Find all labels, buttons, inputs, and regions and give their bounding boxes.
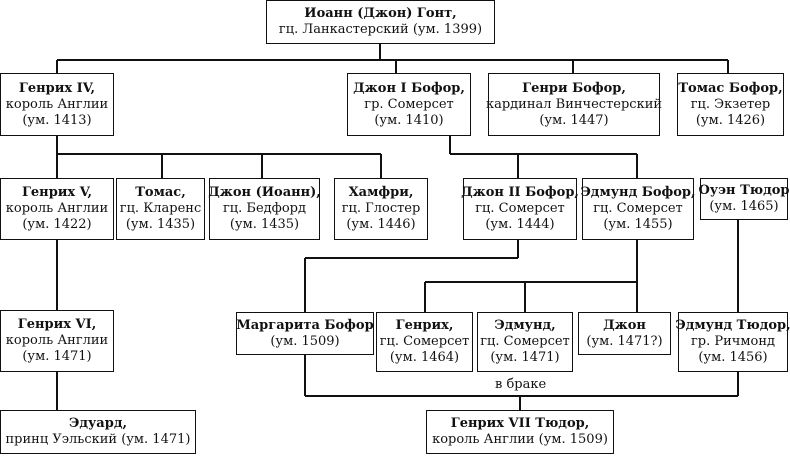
person-detail: (ум. 1471?) [586, 333, 663, 349]
person-detail: гц. Экзетер [690, 96, 771, 112]
person-name: Генри Бофор, [522, 80, 626, 96]
person-detail: (ум. 1447) [539, 112, 609, 128]
person-henry-vi: Генрих VI, король Англии (ум. 1471) [0, 310, 114, 372]
person-name: Генрих V, [21, 185, 93, 200]
person-edmund-tudor: Эдмунд Тюдор, гр. Ричмонд (ум. 1456) [675, 312, 790, 372]
person-detail: гц. Сомерсет [379, 334, 470, 349]
person-detail: (ум. 1426) [695, 112, 766, 128]
person-detail: (ум. 1444) [485, 217, 555, 232]
person-name: Эдмунд Бофор, [580, 185, 696, 200]
person-detail: (ум. 1435) [229, 217, 300, 232]
person-detail: гр. Сомерсет [364, 96, 454, 112]
person-name: Джон II Бофор, [461, 185, 579, 200]
person-name: Хамфри, [348, 185, 414, 200]
person-name: Иоанн (Джон) Гонт, [304, 6, 457, 21]
person-detail: король Англии [5, 96, 109, 112]
person-detail: (ум. 1456) [698, 350, 768, 365]
person-detail: король Англии [5, 333, 109, 348]
person-detail: (ум. 1435) [125, 217, 196, 232]
person-detail: гц. Кларенс [119, 201, 202, 216]
person-john-of-gaunt: Иоанн (Джон) Гонт, гц. Ланкастерский (ум… [266, 0, 495, 44]
person-name: Генрих IV, [18, 80, 96, 96]
person-detail: (ум. 1422) [22, 217, 92, 232]
marriage-label: в браке [493, 377, 549, 392]
person-edmund-beaufort: Эдмунд Бофор, гц. Сомерсет (ум. 1455) [580, 178, 696, 240]
person-detail: гц. Глостер [341, 201, 421, 216]
person-name: Томас, [135, 185, 186, 200]
person-name: Генрих VI, [17, 317, 97, 332]
person-henry-v: Генрих V, король Англии (ум. 1422) [0, 178, 114, 240]
person-detail: (ум. 1464) [389, 350, 460, 365]
person-henry-somerset: Генрих, гц. Сомерсет (ум. 1464) [376, 312, 473, 372]
person-detail: гр. Ричмонд [690, 334, 775, 349]
person-thomas-clarence: Томас, гц. Кларенс (ум. 1435) [116, 178, 205, 240]
person-detail: принц Уэльский (ум. 1471) [5, 432, 191, 447]
person-name: Эдмунд, [494, 318, 556, 333]
person-detail: (ум. 1465) [709, 199, 779, 214]
person-name: Эдмунд Тюдор, [675, 318, 790, 333]
person-detail: гц. Ланкастерский (ум. 1399) [278, 22, 483, 37]
person-detail: (ум. 1509) [270, 333, 340, 349]
person-name: Джон I Бофор, [353, 80, 465, 96]
person-edmund-somerset: Эдмунд, гц. Сомерсет (ум. 1471) [477, 312, 573, 372]
person-detail: кардинал Винчестерский [485, 96, 663, 112]
person-detail: (ум. 1446) [346, 217, 416, 232]
person-humphrey-gloucester: Хамфри, гц. Глостер (ум. 1446) [334, 178, 428, 240]
person-edward-prince-of-wales: Эдуард, принц Уэльский (ум. 1471) [0, 410, 196, 454]
person-thomas-beaufort: Томас Бофор, гц. Экзетер (ум. 1426) [677, 73, 784, 136]
person-john-i-beaufort: Джон I Бофор, гр. Сомерсет (ум. 1410) [347, 73, 471, 136]
person-john-bedford: Джон (Иоанн), гц. Бедфорд (ум. 1435) [208, 178, 321, 240]
person-detail: гц. Бедфорд [222, 201, 306, 216]
person-name: Эдуард, [68, 416, 128, 431]
person-detail: (ум. 1413) [22, 112, 92, 128]
person-henry-iv: Генрих IV, король Англии (ум. 1413) [0, 73, 114, 136]
person-name: Генрих, [395, 318, 454, 333]
person-henry-vii-tudor: Генрих VII Тюдор, король Англии (ум. 150… [426, 410, 614, 454]
person-name: Оуэн Тюдор [698, 183, 790, 198]
person-henry-beaufort: Генри Бофор, кардинал Винчестерский (ум.… [485, 73, 663, 136]
person-detail: гц. Сомерсет [475, 201, 565, 216]
person-name: Томас Бофор, [678, 80, 783, 96]
person-john-ii-beaufort: Джон II Бофор, гц. Сомерсет (ум. 1444) [461, 178, 579, 240]
person-detail: (ум. 1471) [490, 350, 560, 365]
person-detail: (ум. 1455) [603, 217, 673, 232]
person-detail: (ум. 1410) [374, 112, 444, 128]
person-detail: король Англии (ум. 1509) [432, 432, 608, 447]
person-owen-tudor: Оуэн Тюдор (ум. 1465) [698, 178, 790, 220]
person-margaret-beaufort: Маргарита Бофор (ум. 1509) [236, 312, 374, 355]
person-name: Генрих VII Тюдор, [450, 416, 590, 431]
person-name: Джон [603, 317, 646, 333]
person-detail: король Англии [5, 201, 109, 216]
person-detail: гц. Сомерсет [593, 201, 683, 216]
person-name: Джон (Иоанн), [208, 185, 321, 200]
person-name: Маргарита Бофор [236, 317, 374, 333]
person-detail: гц. Сомерсет [480, 334, 570, 349]
person-detail: (ум. 1471) [22, 349, 92, 364]
person-john-somerset: Джон (ум. 1471?) [578, 312, 671, 355]
